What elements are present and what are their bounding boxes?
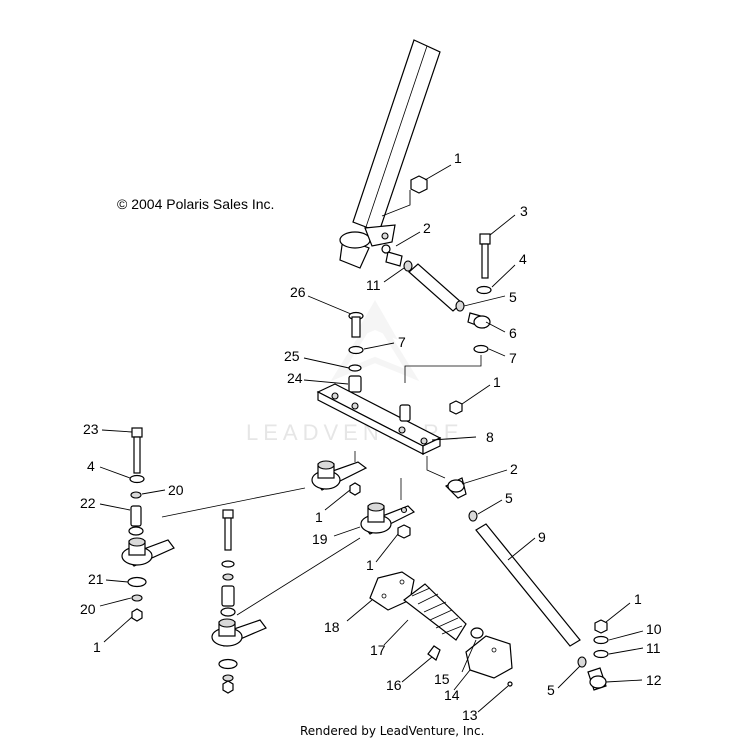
washer-4b [129, 474, 145, 484]
nut-1e [131, 608, 143, 622]
callout-20: 20 [80, 601, 96, 617]
callout-8: 8 [486, 429, 494, 445]
washer-20a [130, 491, 142, 499]
nut-1c [349, 482, 361, 496]
middle-bolt [222, 509, 234, 551]
left-bolt-23 [131, 427, 143, 474]
tie-rod-end-12 [587, 667, 607, 691]
bushing-15 [470, 627, 484, 639]
callout-11: 11 [366, 277, 381, 293]
washer-mid-c [220, 607, 236, 617]
footer-credit: Rendered by LeadVenture, Inc. [300, 724, 484, 738]
callout-4: 4 [87, 458, 95, 474]
idler-arm-left [121, 537, 175, 567]
bolt-26 [348, 311, 364, 338]
callout-17: 17 [370, 642, 386, 658]
callout-6: 6 [509, 325, 517, 341]
nut-1b [449, 400, 463, 415]
tie-rod-end-2b [444, 477, 467, 499]
callout-1: 1 [93, 639, 101, 655]
nut-1f [594, 619, 608, 634]
bushing-crossbar [399, 404, 411, 422]
callout-5: 5 [547, 682, 555, 698]
gasket-18 [369, 571, 415, 611]
screw-13 [507, 681, 513, 687]
washer-11b [593, 649, 609, 659]
nut-5b [468, 510, 478, 522]
nut-mid [222, 680, 234, 694]
leader-lines [99, 164, 644, 713]
callout-labels: 1 3 2 4 11 5 26 6 7 7 25 24 1 8 23 2 4 2… [80, 150, 662, 723]
callout-19: 19 [312, 531, 328, 547]
callout-2: 2 [510, 461, 518, 477]
callout-1: 1 [315, 509, 323, 525]
callout-1: 1 [366, 557, 374, 573]
bushing-mid [221, 585, 235, 607]
callout-9: 9 [538, 529, 546, 545]
washer-mid-d [218, 658, 238, 670]
callout-22: 22 [80, 495, 96, 511]
callout-7: 7 [509, 350, 517, 366]
callout-21: 21 [88, 571, 104, 587]
washer-10 [593, 635, 609, 645]
washer-7a [348, 345, 364, 355]
washer-25 [348, 364, 362, 372]
gasket-14 [465, 635, 513, 679]
washer-4 [476, 285, 492, 295]
callout-5: 5 [505, 490, 513, 506]
washer-mid-b [222, 573, 234, 581]
clamp-16 [427, 645, 441, 661]
washer-left-top [128, 526, 144, 536]
callout-1: 1 [493, 374, 501, 390]
center-link-8 [316, 383, 442, 455]
steering-column [339, 39, 441, 269]
callout-20: 20 [168, 482, 184, 498]
upper-tie-rod [381, 244, 491, 329]
callout-16: 16 [386, 677, 402, 693]
bushing-24 [348, 375, 362, 393]
copyright-text: © 2004 Polaris Sales Inc. [117, 196, 274, 212]
callout-1: 1 [634, 591, 642, 607]
washer-mid-a [221, 560, 235, 568]
callout-24: 24 [287, 370, 303, 386]
callout-5: 5 [509, 289, 517, 305]
washer-21 [127, 576, 147, 588]
callout-23: 23 [83, 421, 99, 437]
callout-7: 7 [398, 334, 406, 350]
nut-1d [397, 524, 411, 539]
tie-rod-9 [475, 523, 581, 647]
callout-14: 14 [444, 687, 460, 703]
callout-18: 18 [324, 619, 340, 635]
bolt-3 [479, 233, 491, 279]
callout-11: 11 [646, 640, 661, 656]
nut-5c [577, 656, 587, 668]
washer-20b [131, 594, 143, 602]
callout-10: 10 [646, 621, 662, 637]
callout-1: 1 [454, 150, 462, 166]
bushing-22 [130, 505, 142, 527]
callout-12: 12 [646, 672, 662, 688]
idler-arm-upper [311, 460, 368, 491]
washer-7b [473, 344, 489, 354]
watermark-logo [330, 300, 420, 382]
nut-1a [410, 175, 428, 194]
callout-26: 26 [290, 284, 306, 300]
callout-15: 15 [434, 671, 450, 687]
callout-13: 13 [462, 707, 478, 723]
callout-25: 25 [284, 348, 300, 364]
idler-arm-mid [211, 618, 267, 647]
callout-2: 2 [423, 220, 431, 236]
callout-4: 4 [519, 251, 527, 267]
callout-3: 3 [520, 203, 528, 219]
washer-mid-e [222, 674, 234, 682]
pitman-arm-19 [360, 502, 416, 535]
boot-17 [403, 583, 467, 641]
